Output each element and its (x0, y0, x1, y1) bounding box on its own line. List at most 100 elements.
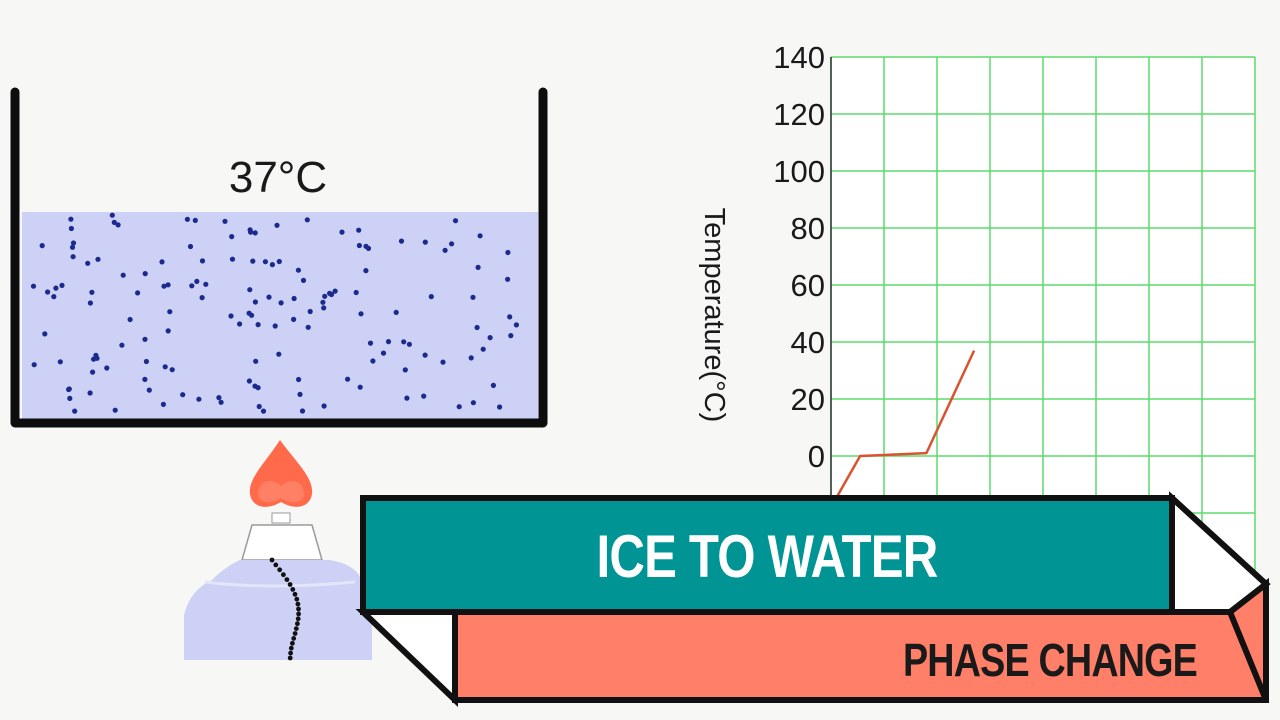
water-particle (203, 281, 209, 287)
water-particle (363, 268, 369, 274)
water-particle (222, 218, 228, 224)
water-particle (398, 238, 405, 244)
water-particle (477, 233, 483, 239)
water-particle (216, 395, 222, 401)
water-particle (89, 289, 95, 295)
water-particle (42, 331, 48, 337)
water-particle (109, 212, 115, 218)
wick-dot (295, 601, 301, 607)
water-particle (180, 392, 186, 398)
y-tick-label: 0 (808, 439, 825, 474)
water-particle (380, 350, 387, 356)
water-particle (321, 305, 327, 311)
wick-dot (295, 621, 300, 627)
water-particle (252, 383, 258, 389)
water-particle (507, 314, 513, 320)
water-particle (442, 247, 448, 253)
water-particle (229, 256, 236, 262)
water-particle (357, 384, 363, 390)
water-particle (255, 322, 261, 328)
burner-body (184, 560, 372, 660)
beaker: 37°C (10, 87, 548, 428)
water-particle (393, 309, 399, 315)
water-particle (297, 391, 303, 397)
wick-dot (295, 616, 301, 622)
water-particle (87, 390, 93, 396)
y-tick-label: 20 (791, 382, 825, 417)
wick-dot (293, 626, 299, 631)
water-particle (95, 256, 101, 262)
water-particle (470, 294, 476, 300)
water-particle (187, 243, 194, 250)
water-particle (119, 342, 125, 348)
water-particle (470, 400, 476, 406)
water-particle (276, 258, 282, 265)
water-particle (167, 309, 173, 315)
water-particle (428, 294, 434, 300)
y-tick-label: 60 (791, 268, 825, 303)
water-particle (262, 259, 268, 265)
water-particle (51, 294, 57, 300)
chart-series-line (829, 350, 976, 508)
water-particle (406, 341, 412, 347)
water-particle (440, 359, 446, 365)
water-particle (142, 336, 148, 342)
water-particle (165, 328, 171, 334)
water-particle (70, 240, 77, 246)
water-particle (229, 234, 235, 240)
water-particle (422, 352, 428, 358)
flame-core (258, 480, 304, 503)
water-particle (513, 322, 520, 328)
water-particle (276, 351, 282, 357)
y-tick-label: 120 (773, 97, 825, 132)
water-particle (332, 288, 338, 294)
water-particle (112, 407, 118, 413)
water-particle (252, 299, 258, 305)
wick-dot (288, 645, 294, 651)
water-particle (246, 310, 252, 316)
water-particle (505, 276, 511, 282)
water-particle (401, 339, 407, 345)
wick-dot (273, 562, 279, 568)
water-particle (169, 367, 175, 373)
water-particle (296, 376, 302, 383)
water-particle (356, 227, 362, 233)
water-particle (30, 283, 37, 289)
water-particle (291, 295, 297, 302)
water-particle (508, 333, 514, 339)
water-particle (104, 365, 110, 371)
water-particle (299, 408, 306, 414)
water-particle (266, 294, 272, 300)
water-particle (307, 308, 313, 315)
wick-dot (294, 596, 300, 602)
banner-title-ribbon (360, 495, 1175, 615)
water-particle (69, 244, 76, 250)
water-particle (345, 376, 351, 382)
water-particle (456, 404, 462, 410)
water-particle (256, 403, 262, 410)
y-tick-label: 100 (773, 154, 825, 189)
water-particle (146, 387, 152, 393)
water-particle (358, 311, 364, 317)
water-particle (67, 395, 73, 401)
water-particle (143, 358, 149, 365)
water-particle (490, 382, 496, 388)
y-tick-label: 140 (773, 40, 825, 75)
water-particle (475, 264, 481, 270)
water-particle (356, 242, 362, 249)
banner-subtitle: PHASE CHANGE (902, 634, 1198, 686)
burner-wick (269, 557, 301, 661)
water-particle (45, 289, 51, 295)
water-particle (218, 399, 224, 405)
water-particle (253, 358, 259, 364)
banner-left-fold (355, 609, 458, 708)
water-particle (189, 283, 195, 289)
water-particle (353, 289, 359, 296)
water-particle (165, 282, 171, 288)
water-particle (422, 239, 428, 245)
water-particle (320, 299, 326, 305)
water-particle (269, 262, 275, 268)
water-particle (322, 293, 328, 299)
water-particle (365, 245, 372, 251)
